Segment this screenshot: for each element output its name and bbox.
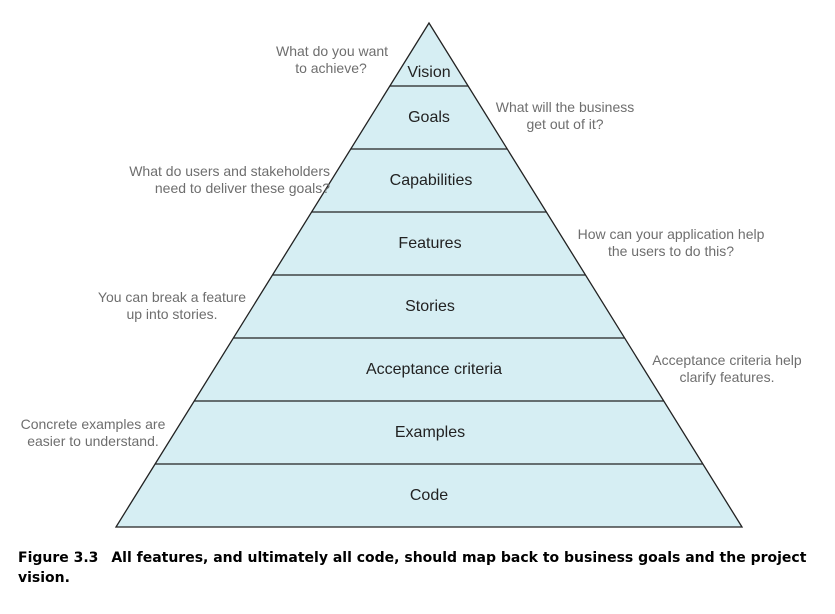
annotation-stories-line-2: up into stories.: [126, 306, 218, 322]
figure-number: Figure 3.3: [18, 550, 99, 566]
annotation-capabilities-line-1: What do users and stakeholders: [129, 163, 330, 179]
level-label-acceptance-criteria: Acceptance criteria: [366, 361, 502, 378]
annotation-goals-line-1: What will the business: [495, 99, 635, 115]
annotation-goals-line-2: get out of it?: [526, 116, 604, 132]
level-label-goals: Goals: [408, 109, 450, 126]
annotation-examples-line-1: Concrete examples are: [20, 416, 166, 432]
annotation-vision-line-1: What do you want: [276, 43, 389, 59]
annotation-capabilities-line-2: need to deliver these goals?: [154, 180, 330, 196]
annotation-goals: What will the business get out of it?: [488, 99, 642, 133]
level-label-capabilities: Capabilities: [390, 172, 473, 189]
annotation-stories-line-1: You can break a feature: [97, 289, 247, 305]
annotation-vision-line-2: to achieve?: [295, 60, 367, 76]
annotation-acceptance-line-1: Acceptance criteria help: [652, 352, 802, 368]
figure-caption-text: All features, and ultimately all code, s…: [18, 550, 807, 586]
annotation-features: How can your application help the users …: [568, 226, 774, 260]
annotation-capabilities: What do users and stakeholders need to d…: [100, 163, 330, 197]
pyramid-dividers: [155, 85, 703, 465]
pyramid-labels: Vision Goals Capabilities Features Stori…: [366, 64, 502, 504]
annotation-examples: Concrete examples are easier to understa…: [12, 416, 174, 450]
annotation-examples-line-2: easier to understand.: [27, 433, 159, 449]
level-label-stories: Stories: [405, 298, 455, 315]
annotation-features-line-2: the users to do this?: [607, 243, 735, 259]
level-label-code: Code: [410, 487, 448, 504]
annotation-vision: What do you want to achieve?: [276, 43, 389, 77]
level-label-features: Features: [398, 235, 461, 252]
annotation-acceptance-line-2: clarify features.: [679, 369, 775, 385]
annotation-acceptance: Acceptance criteria help clarify feature…: [642, 352, 812, 386]
figure-caption: Figure 3.3 All features, and ultimately …: [18, 548, 818, 588]
annotation-stories: You can break a feature up into stories.: [88, 289, 256, 323]
level-label-vision: Vision: [407, 64, 450, 81]
level-label-examples: Examples: [395, 424, 465, 441]
pyramid-diagram: Vision Goals Capabilities Features Stori…: [114, 21, 744, 528]
annotation-features-line-1: How can your application help: [577, 226, 765, 242]
